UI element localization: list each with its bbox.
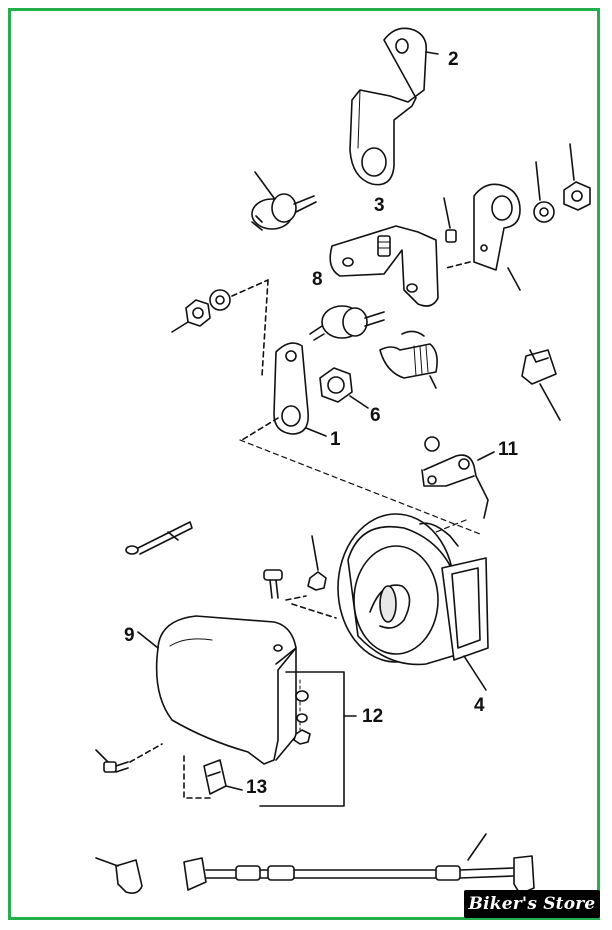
horn-fasteners [263,535,337,619]
cotter-pin [125,521,193,555]
insulator-stud [251,171,317,231]
callout-13: 13 [246,777,268,798]
callout-12: 12 [362,706,384,727]
part-4-horn [337,513,489,691]
part-1-link-plate [241,342,327,441]
callout-1: 1 [330,429,341,450]
watermark-text: Biker's Store [468,894,596,914]
connector-clip [521,349,561,421]
guide-lines [239,439,481,537]
callout-8: 8 [312,269,323,290]
part-11-small-bracket [421,436,495,519]
part-13-clip [183,755,243,799]
part-8-insulator [309,305,385,341]
part-6-nut [319,367,369,409]
part-12-fastener-set [259,671,357,807]
store-watermark-logo: Biker's Store [464,890,600,918]
callout-9: 9 [124,625,135,646]
callout-3: 3 [374,195,385,216]
wire-terminal [379,330,438,389]
horn-wire [95,833,535,895]
callout-6: 6 [370,405,381,426]
nut-and-washer-left [171,279,269,377]
callout-4: 4 [474,695,485,716]
clamp-assembly [443,143,591,291]
part-2-bracket [349,27,439,186]
callout-11: 11 [498,439,519,460]
callout-2: 2 [448,49,459,70]
part-3-mount-bracket [329,225,439,307]
cover-screw [95,743,163,773]
part-9-horn-cover [137,615,297,765]
